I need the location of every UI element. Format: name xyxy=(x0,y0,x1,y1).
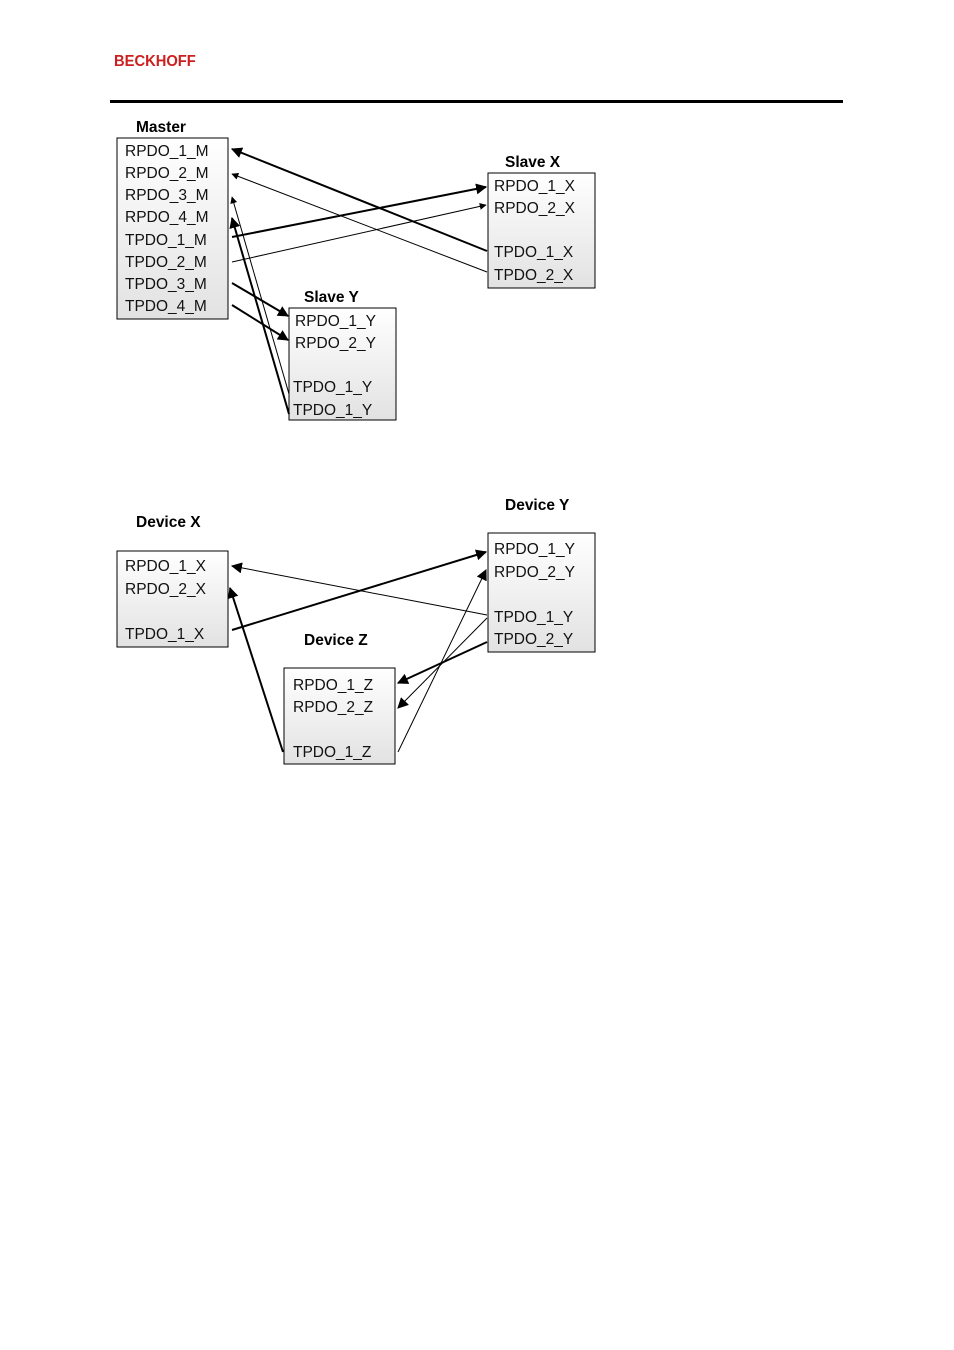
arrow-tpdo4m-to-rpdo2y xyxy=(231,304,289,341)
device-x-box xyxy=(116,550,229,648)
slave-x-tpdo-1: TPDO_1_X xyxy=(494,244,574,261)
master-box xyxy=(116,137,229,320)
master-tpdo-1: TPDO_1_M xyxy=(125,232,207,249)
master-tpdo-2: TPDO_2_M xyxy=(125,254,207,271)
slave-y-tpdo-1b: TPDO_1_Y xyxy=(293,402,372,419)
slave-x-title: Slave X xyxy=(505,154,561,171)
device-y-rpdo-2: RPDO_2_Y xyxy=(494,564,575,581)
device-x-rpdo-2: RPDO_2_X xyxy=(125,581,207,598)
device-z-rpdo-1: RPDO_1_Z xyxy=(293,677,373,694)
slave-y-title: Slave Y xyxy=(304,289,360,306)
arrow-tpdo1y-to-rpdo3m xyxy=(230,196,290,395)
diagram-2-arrows xyxy=(227,549,488,753)
device-y-tpdo-2: TPDO_2_Y xyxy=(494,631,573,648)
arrow-tpdo1z-to-rpdo2y xyxy=(397,569,487,753)
diagram-1: Master RPDO_1_M RPDO_2_M RPDO_3_M RPDO_4… xyxy=(116,119,596,421)
device-y-rpdo-1: RPDO_1_Y xyxy=(494,541,575,558)
arrow-tpdo1x-to-rpdo1m xyxy=(230,147,488,252)
master-title: Master xyxy=(136,119,186,136)
device-z-box xyxy=(283,667,396,765)
slave-x-rpdo-2: RPDO_2_X xyxy=(494,200,576,217)
arrow-tpdo3m-to-rpdo1y xyxy=(231,282,289,317)
slave-y-rpdo-2: RPDO_2_Y xyxy=(295,335,376,352)
master-rpdo-2: RPDO_2_M xyxy=(125,165,209,182)
device-z-rpdo-2: RPDO_2_Z xyxy=(293,699,373,716)
master-rpdo-1: RPDO_1_M xyxy=(125,143,209,160)
device-x-title: Device X xyxy=(136,514,201,531)
slave-y-rpdo-1: RPDO_1_Y xyxy=(295,313,376,330)
master-tpdo-3: TPDO_3_M xyxy=(125,276,207,293)
arrow-tpdo1x-to-rpdo1y xyxy=(231,549,488,631)
diagram-1-arrows xyxy=(229,147,488,415)
arrow-tpdo2y-to-rpdo1z xyxy=(397,641,488,684)
header-rule xyxy=(110,100,843,103)
master-tpdo-4: TPDO_4_M xyxy=(125,298,207,315)
slave-x-box xyxy=(487,172,596,289)
arrow-tpdo1z-to-rpdo2x xyxy=(227,586,284,753)
slave-x-tpdo-2: TPDO_2_X xyxy=(494,267,574,284)
beckhoff-logo: BECKHOFF xyxy=(114,53,196,70)
arrow-tpdo1y-to-rpdo1x xyxy=(230,562,488,616)
device-y-title: Device Y xyxy=(505,497,570,514)
device-y-tpdo-1: TPDO_1_Y xyxy=(494,609,573,626)
master-rpdo-4: RPDO_4_M xyxy=(125,209,209,226)
slave-y-tpdo-1: TPDO_1_Y xyxy=(293,379,372,396)
device-x-tpdo-1: TPDO_1_X xyxy=(125,626,205,643)
diagram-2: Device X RPDO_1_X RPDO_2_X TPDO_1_X Devi… xyxy=(116,497,596,765)
arrow-tpdo1m-to-rpdo1x xyxy=(231,183,488,238)
arrow-tpdo1y-to-rpdo4m xyxy=(229,216,290,415)
master-rpdo-3: RPDO_3_M xyxy=(125,187,209,204)
arrow-tpdo2m-to-rpdo2x xyxy=(231,202,487,263)
slave-y-box xyxy=(288,307,397,421)
arrow-tpdo2x-to-rpdo2m xyxy=(231,172,488,273)
device-x-rpdo-1: RPDO_1_X xyxy=(125,558,207,575)
device-z-tpdo-1: TPDO_1_Z xyxy=(293,744,371,761)
device-z-title: Device Z xyxy=(304,632,368,649)
device-y-box xyxy=(487,532,596,653)
slave-x-rpdo-1: RPDO_1_X xyxy=(494,178,576,195)
